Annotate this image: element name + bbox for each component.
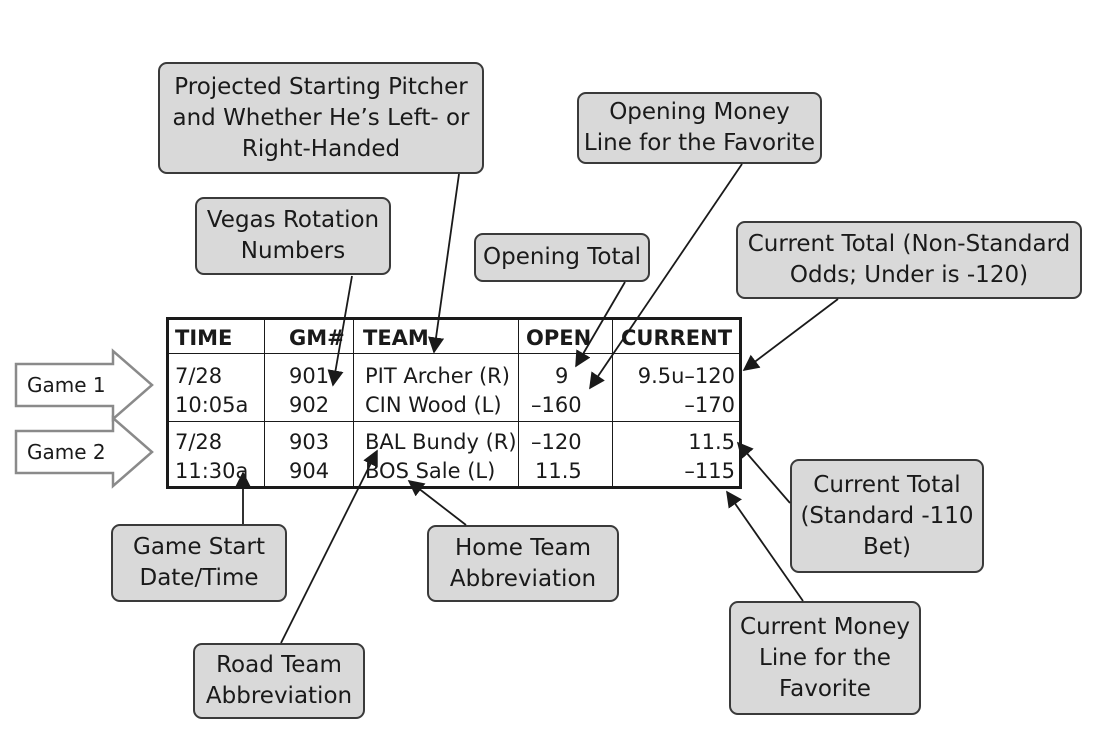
- callout-line: Current Total: [813, 471, 961, 498]
- opening-total-leader: [575, 281, 626, 368]
- callout-line: Line for the Favorite: [583, 130, 816, 156]
- callout-current-total-nonstandard: Current Total (Non-Standard Odds; Under …: [736, 221, 1082, 299]
- callout-line: Right-Handed: [241, 135, 401, 162]
- callout-line: Home Team: [454, 534, 592, 561]
- row-4-open: 11.5: [535, 459, 582, 483]
- row-2-current: –170: [684, 393, 735, 417]
- odds-table: TIME GM# TEAM OPEN CURRENT 7/28 901 PIT …: [166, 317, 742, 489]
- home-team-leader: [407, 480, 467, 526]
- callout-line: Opening Money: [609, 99, 790, 125]
- header-time: TIME: [175, 326, 233, 350]
- callout-line: Numbers: [240, 238, 346, 264]
- callout-home-team: Home Team Abbreviation: [427, 525, 619, 602]
- row-2-team: CIN Wood (L): [365, 393, 502, 417]
- callout-line: Projected Starting Pitcher: [174, 73, 468, 100]
- row-3-gm: 903: [289, 430, 330, 454]
- callout-line: Date/Time: [139, 565, 259, 591]
- row-2-time: 10:05a: [175, 393, 249, 417]
- row-1-open: 9: [555, 364, 569, 388]
- callout-line: Road Team: [216, 652, 342, 678]
- callout-line: Current Total (Non-Standard: [747, 231, 1071, 257]
- row-1-time: 7/28: [175, 364, 223, 388]
- row-3-team: BAL Bundy (R): [365, 430, 517, 454]
- game-1-label: Game 1: [27, 373, 106, 397]
- callout-line: Vegas Rotation: [206, 207, 380, 233]
- header-open: OPEN: [526, 326, 592, 350]
- row-4-current: –115: [684, 459, 735, 483]
- column-divider: [353, 320, 354, 486]
- current-total-ns-leader: [742, 298, 839, 371]
- column-divider: [264, 320, 265, 486]
- header-divider: [169, 353, 739, 354]
- row-1-current: 9.5u–120: [637, 364, 735, 388]
- current-total-std-leader: [736, 441, 791, 504]
- game-divider: [169, 421, 739, 422]
- callout-line: Favorite: [779, 675, 871, 702]
- callout-projected-pitcher: Projected Starting Pitcher and Whether H…: [158, 62, 484, 174]
- row-2-open: –160: [531, 393, 582, 417]
- pitcher-leader: [428, 173, 460, 354]
- current-ml-leader: [726, 490, 804, 602]
- header-team: TEAM: [363, 326, 429, 350]
- callout-current-total-standard: Current Total (Standard -110 Bet): [790, 459, 984, 573]
- row-2-gm: 902: [289, 393, 330, 417]
- row-1-gm: 901: [289, 364, 330, 388]
- callout-line: Odds; Under is -120): [789, 262, 1029, 288]
- row-3-current: 11.5: [688, 430, 735, 454]
- callout-line: Bet): [863, 533, 911, 560]
- column-divider: [518, 320, 519, 486]
- game-1-arrow-shape: [14, 348, 154, 422]
- callout-line: Current Money: [740, 613, 910, 640]
- row-3-open: –120: [531, 430, 582, 454]
- callout-line: Opening Total: [482, 244, 642, 270]
- callout-line: Game Start: [133, 534, 265, 560]
- opening-ml-leader: [589, 163, 743, 390]
- callout-opening-total: Opening Total: [474, 233, 650, 282]
- row-4-gm: 904: [289, 459, 330, 483]
- row-4-team: BOS Sale (L): [365, 459, 496, 483]
- callout-line: Line for the: [759, 644, 891, 671]
- callout-line: (Standard -110: [800, 502, 974, 529]
- callout-opening-money-line: Opening Money Line for the Favorite: [577, 92, 822, 164]
- row-3-time: 7/28: [175, 430, 223, 454]
- callout-road-team: Road Team Abbreviation: [193, 643, 365, 719]
- callout-line: Abbreviation: [449, 565, 597, 592]
- callout-line: and Whether He’s Left- or: [172, 104, 470, 131]
- callout-game-start: Game Start Date/Time: [111, 524, 287, 602]
- callout-line: Abbreviation: [205, 683, 353, 709]
- game-2-label: Game 2: [27, 440, 106, 464]
- column-divider: [612, 320, 613, 486]
- header-current: CURRENT: [621, 326, 733, 350]
- callout-rotation-numbers: Vegas Rotation Numbers: [195, 197, 391, 275]
- game-2-arrow-shape: [14, 415, 154, 489]
- header-gm: GM#: [289, 326, 345, 350]
- row-1-team: PIT Archer (R): [365, 364, 510, 388]
- rotation-leader: [327, 275, 353, 387]
- callout-current-money-line: Current Money Line for the Favorite: [729, 601, 921, 715]
- road-team-leader: [280, 449, 378, 644]
